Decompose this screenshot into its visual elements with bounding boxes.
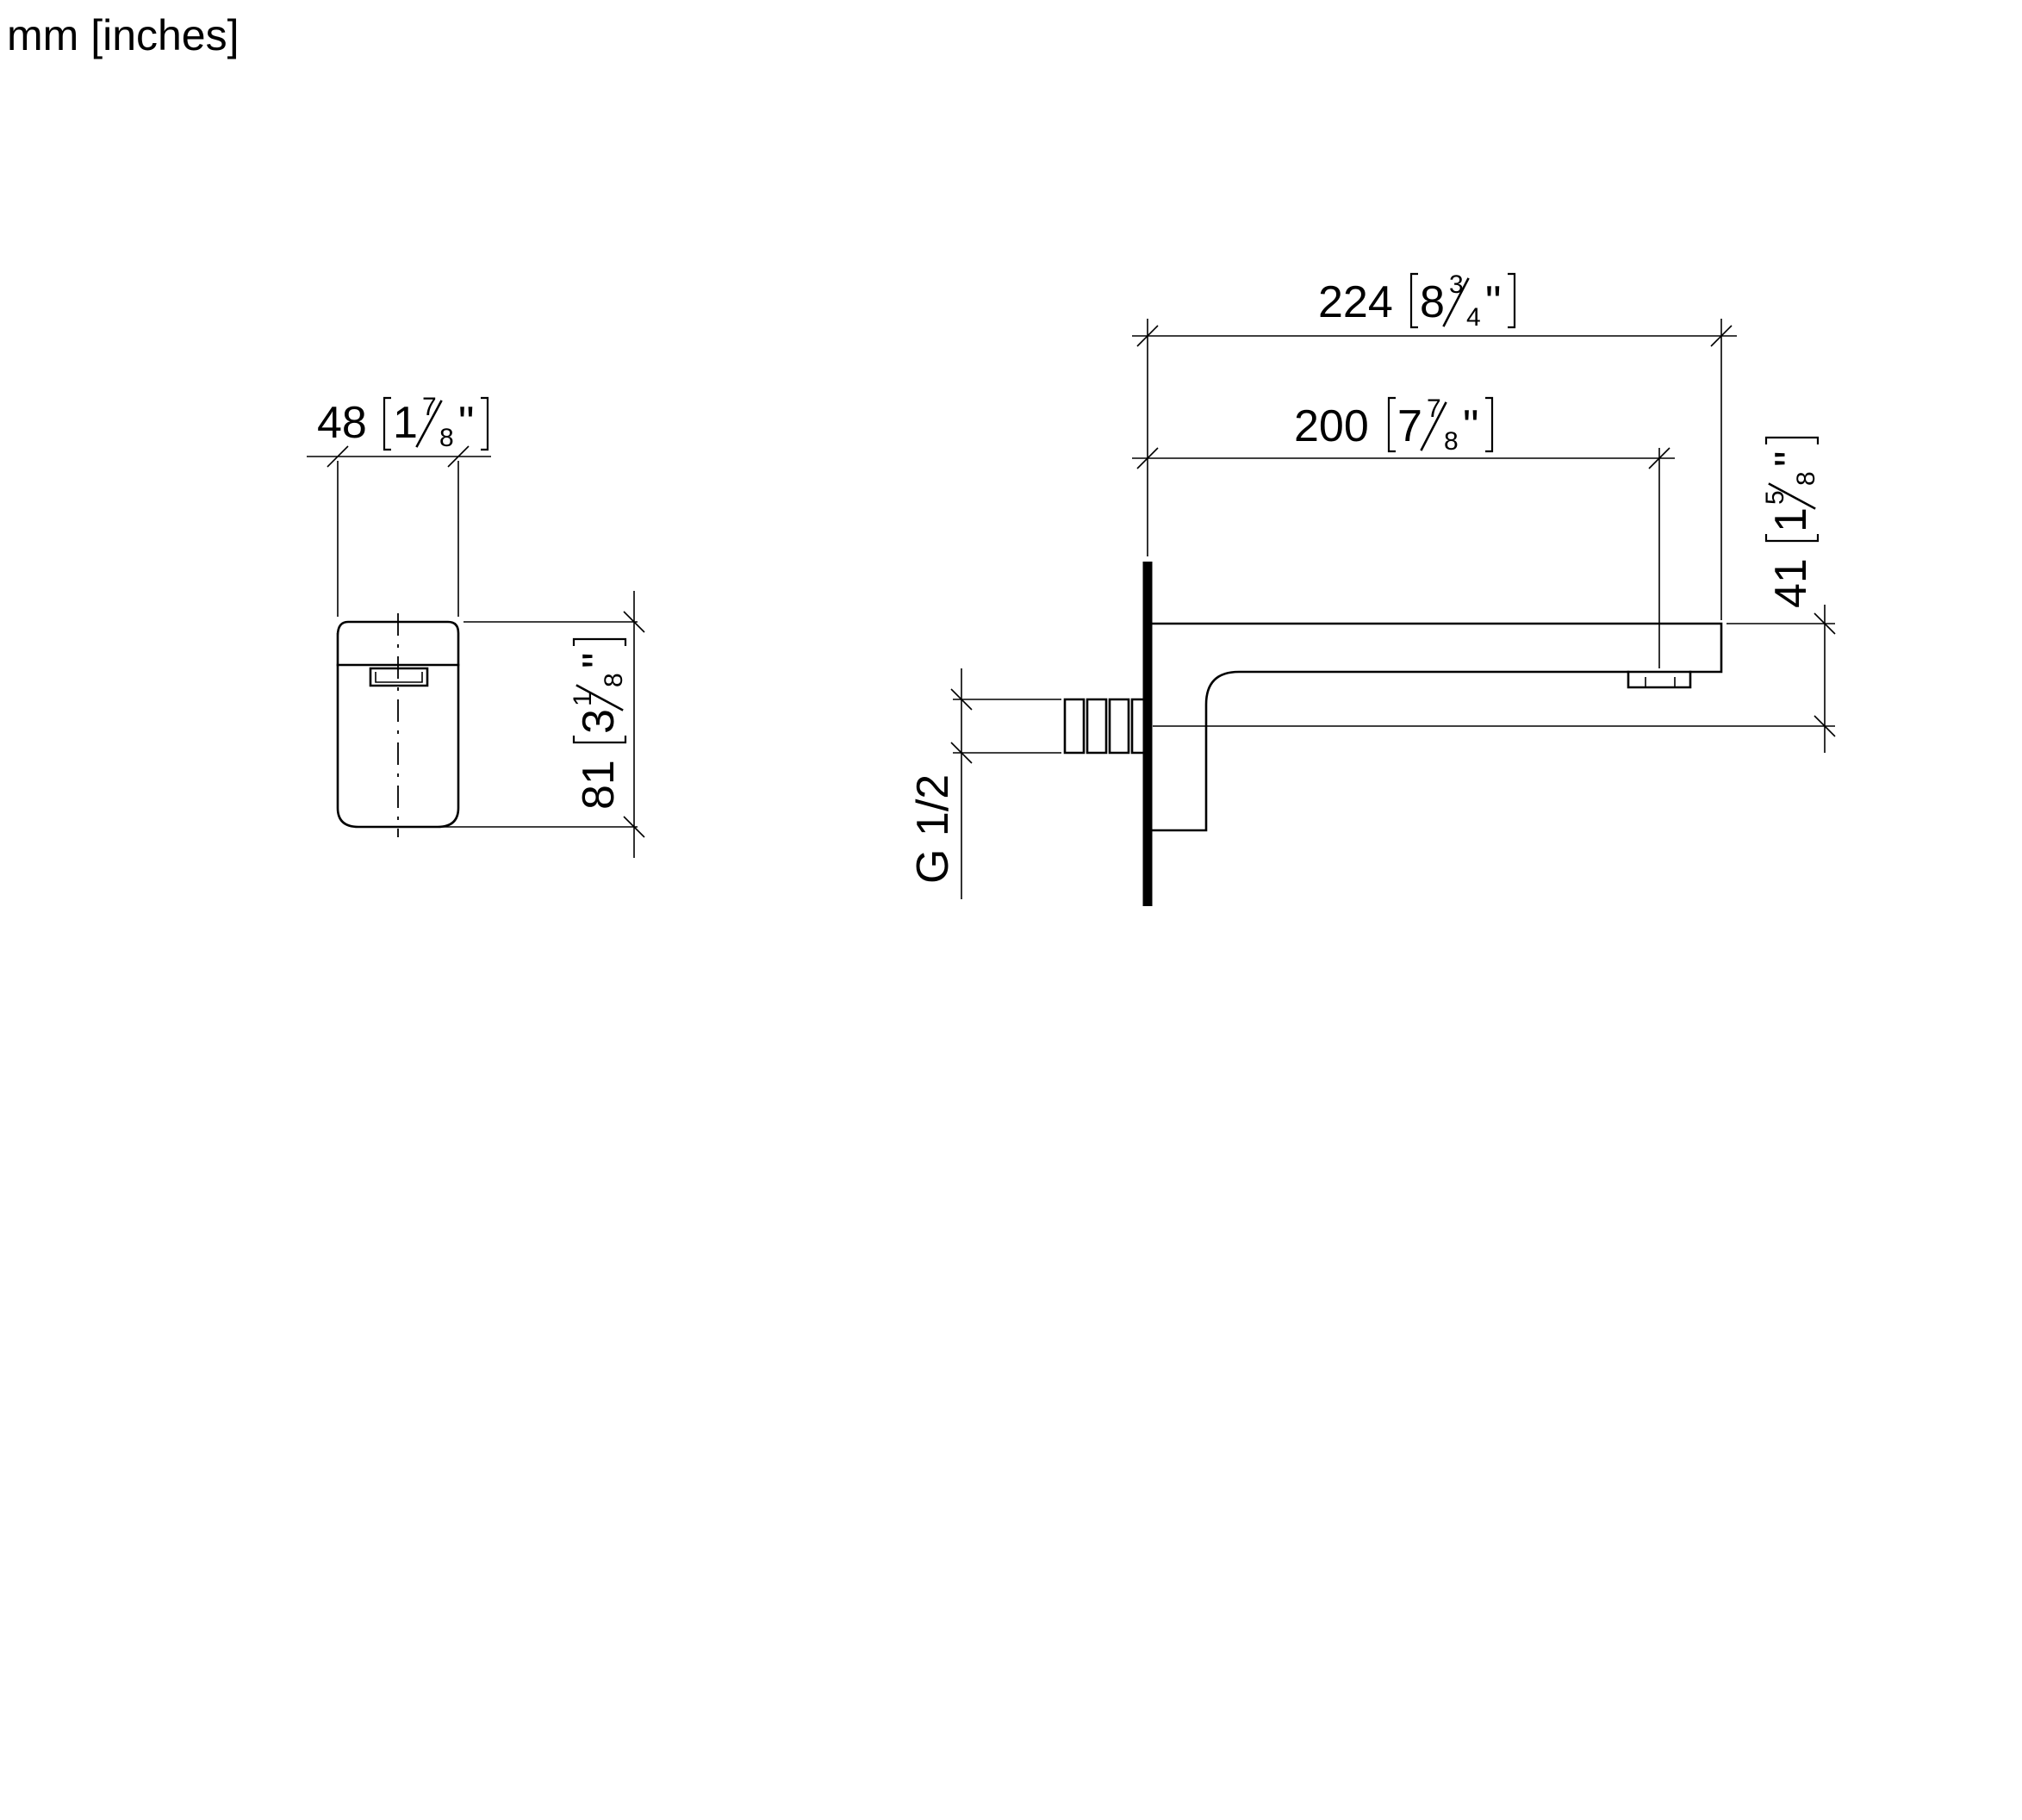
- dim-81-whole: 3: [574, 709, 624, 734]
- dim-81-bracket-right: [572, 637, 627, 646]
- dim-200-tick-right: [1648, 447, 1670, 469]
- thread-ring-4: [1130, 698, 1146, 755]
- dim-200-mm: 200: [1294, 401, 1369, 451]
- dim-41-whole: 1: [1766, 507, 1816, 532]
- dim-48-tick-right: [447, 445, 470, 468]
- thread-tick-top: [950, 688, 973, 711]
- dim-48-bracket-left: [383, 396, 391, 451]
- dim-81-den: 8: [600, 673, 628, 687]
- spout-outlet-inner: [1645, 677, 1676, 688]
- spout-outlet: [1627, 670, 1692, 689]
- dim-224-tick-right: [1710, 325, 1733, 347]
- dim-200-den: 8: [1444, 427, 1459, 456]
- dim-48-tick-left: [327, 445, 349, 468]
- dim-48-mm: 48: [317, 398, 367, 448]
- dim-48-slash: [415, 400, 443, 448]
- spout-outline: [1151, 622, 1723, 832]
- thread-ring-1: [1063, 698, 1086, 755]
- dim-81-label: 81 3 1 8 ": [569, 637, 628, 810]
- dim-200-bracket-right: [1485, 396, 1494, 453]
- dim-224-mm: 224: [1318, 277, 1393, 327]
- dim-41-den: 8: [1792, 471, 1820, 486]
- units-label: mm [inches]: [7, 11, 240, 59]
- dim-41-mark: ": [1766, 451, 1816, 467]
- front-view-outline: [336, 620, 460, 829]
- dim-81-mark: ": [574, 653, 624, 668]
- dim-41-mm: 41: [1766, 558, 1816, 608]
- dim-224-num: 3: [1449, 270, 1464, 299]
- thread-ring-2: [1086, 698, 1108, 755]
- dim-200-num: 7: [1427, 394, 1441, 423]
- dim-200-mark: ": [1463, 401, 1478, 451]
- dim-41-bracket-left: [1764, 534, 1820, 543]
- dim-200-slash: [1420, 401, 1447, 451]
- dim-81-mm: 81: [574, 760, 624, 810]
- dim-41-num: 5: [1761, 490, 1789, 505]
- dim-224-mark: ": [1485, 277, 1501, 327]
- dim-48-den: 8: [439, 424, 454, 452]
- dim-224-bracket-left: [1409, 272, 1418, 329]
- dim-48-bracket-right: [481, 396, 489, 451]
- thread-label: G 1/2: [908, 774, 958, 884]
- dim-224-whole: 8: [1420, 277, 1445, 327]
- dim-48-whole: 1: [393, 398, 418, 448]
- dim-41-tick-top: [1814, 612, 1836, 635]
- thread-ring-3: [1108, 698, 1130, 755]
- dim-41-tick-bottom: [1814, 715, 1836, 737]
- dim-224-den: 4: [1466, 303, 1481, 332]
- dim-224-tick-left: [1136, 325, 1159, 347]
- thread-tick-bottom: [950, 742, 973, 764]
- side-view: 224 8 3 4 " 200 7 7 8 " 41 1 5 8: [908, 270, 1836, 906]
- dim-81-tick-bottom: [623, 816, 645, 838]
- front-view-outlet-inner: [375, 672, 423, 683]
- front-view-outlet: [369, 667, 429, 687]
- dim-200-whole: 7: [1397, 401, 1422, 451]
- dim-41-label: 41 1 5 8 ": [1761, 436, 1820, 608]
- dim-81-tick-top: [623, 611, 645, 633]
- front-view: 48 1 7 8 " 81 3 1 8 ": [307, 393, 645, 858]
- dim-200-bracket-left: [1387, 396, 1396, 453]
- dim-41-slash: [1768, 482, 1816, 510]
- thread-connector: [1063, 698, 1146, 755]
- dim-200-tick-left: [1136, 447, 1159, 469]
- dim-41-bracket-right: [1764, 436, 1820, 444]
- dim-81-slash: [575, 684, 624, 711]
- dim-224-bracket-right: [1508, 272, 1516, 329]
- dim-48-mark: ": [458, 398, 474, 448]
- dim-81-bracket-left: [572, 736, 627, 744]
- dim-81-num: 1: [569, 692, 597, 706]
- dim-48-num: 7: [422, 393, 437, 421]
- dim-224-slash: [1442, 277, 1470, 327]
